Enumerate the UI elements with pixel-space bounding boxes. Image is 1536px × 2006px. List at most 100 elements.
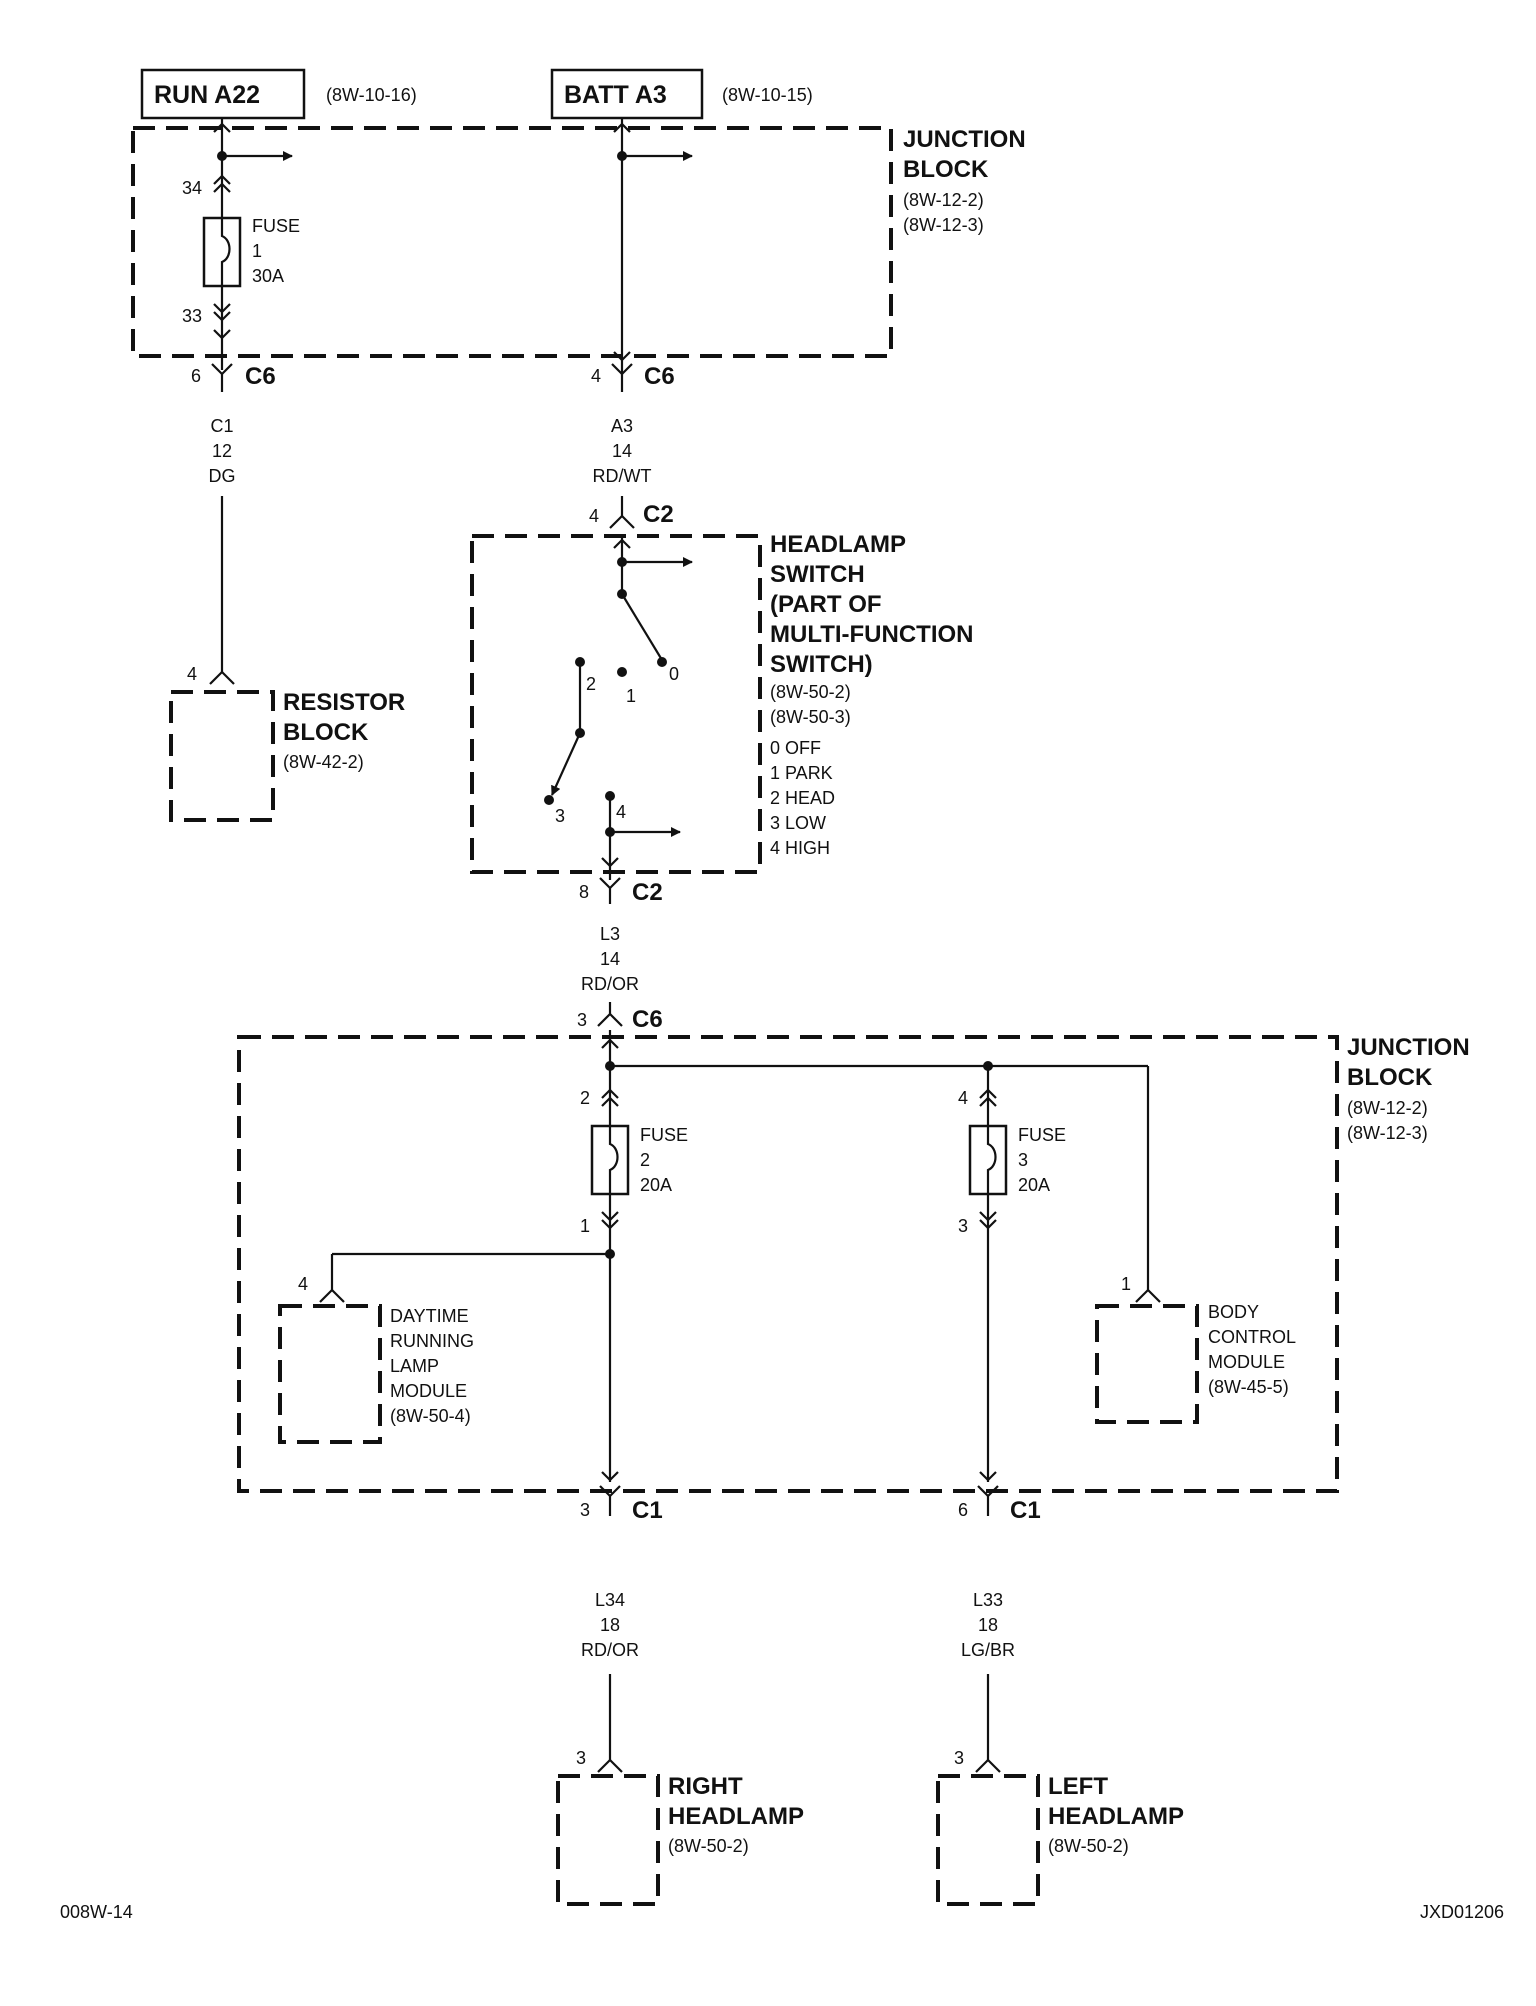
bcm-line-4: (8W-45-5) xyxy=(1208,1377,1289,1397)
wire-l33-gauge: 18 xyxy=(978,1615,998,1635)
c6-batt-pin: 4 xyxy=(591,366,601,386)
drl-module-line-3: LAMP xyxy=(390,1356,439,1376)
headlamp-switch-pos-off: 0 OFF xyxy=(770,738,821,758)
bcm-line-3: MODULE xyxy=(1208,1352,1285,1372)
junction-block-top-ref1: (8W-12-2) xyxy=(903,190,984,210)
junction-block-bottom-ref2: (8W-12-3) xyxy=(1347,1123,1428,1143)
fuse2-pin-in: 2 xyxy=(580,1088,590,1108)
c6-l3-pin: 3 xyxy=(577,1010,587,1030)
wire-l34-gauge: 18 xyxy=(600,1615,620,1635)
fuse2-rating: 20A xyxy=(640,1175,672,1195)
batt-circuit: 4 C6 A3 14 RD/WT xyxy=(591,118,693,529)
wire-l3-gauge: 14 xyxy=(600,949,620,969)
switch-contact-1: 1 xyxy=(626,686,636,706)
fuse2-label: FUSE xyxy=(640,1125,688,1145)
headlamp-switch-ref-1: (8W-50-2) xyxy=(770,682,851,702)
drl-module: 4 DAYTIME RUNNING LAMP MODULE (8W-50-4) xyxy=(278,1274,474,1444)
source-run-a22-label: RUN A22 xyxy=(154,81,260,109)
fuse3-label: FUSE xyxy=(1018,1125,1066,1145)
resistor-block-ref: (8W-42-2) xyxy=(283,752,364,772)
c1-left-pin: 6 xyxy=(958,1500,968,1520)
resistor-block-title2: BLOCK xyxy=(283,719,369,746)
left-headlamp-pin: 3 xyxy=(954,1748,964,1768)
fuse2: FUSE 2 20A xyxy=(590,1124,688,1196)
fuse1-pin-out: 33 xyxy=(182,306,202,326)
c6-run-name: C6 xyxy=(245,363,276,390)
right-headlamp-title2: HEADLAMP xyxy=(668,1803,804,1830)
wire-l34-circuit: L34 xyxy=(595,1590,625,1610)
headlamp-switch: 4 C2 0 1 2 3 4 HEADLAMP SWITCH (PART OF … xyxy=(470,501,974,906)
c1-right-pin: 3 xyxy=(580,1500,590,1520)
headlamp-switch-ref-2: (8W-50-3) xyxy=(770,707,851,727)
bcm-pin: 1 xyxy=(1121,1274,1131,1294)
headlamp-switch-title-2: SWITCH xyxy=(770,561,865,588)
body-control-module: 1 BODY CONTROL MODULE (8W-45-5) xyxy=(1095,1274,1296,1424)
fuse1-rating: 30A xyxy=(252,266,284,286)
c1-right-name: C1 xyxy=(632,1497,663,1524)
drl-module-line-5: (8W-50-4) xyxy=(390,1406,471,1426)
fuse2-pin-out: 1 xyxy=(580,1216,590,1236)
drl-module-pin: 4 xyxy=(298,1274,308,1294)
bcm-line-1: BODY xyxy=(1208,1302,1259,1322)
fuse3-pin-out: 3 xyxy=(958,1216,968,1236)
c6-l3-name: C6 xyxy=(632,1006,663,1033)
fuse3: FUSE 3 20A xyxy=(968,1124,1066,1196)
bcm-line-2: CONTROL xyxy=(1208,1327,1296,1347)
fuse2-circuit: 2 FUSE 2 20A 1 xyxy=(330,1088,688,1482)
c6-batt-name: C6 xyxy=(644,363,675,390)
headlamp-switch-pos-park: 1 PARK xyxy=(770,763,833,783)
wire-l3: L3 14 RD/OR 3 C6 xyxy=(577,924,663,1033)
junction-block-top-title2: BLOCK xyxy=(903,156,989,183)
junction-block-top: JUNCTION BLOCK (8W-12-2) (8W-12-3) xyxy=(131,126,1026,358)
headlamp-switch-pos-high: 4 HIGH xyxy=(770,838,830,858)
headlamp-switch-title-1: HEADLAMP xyxy=(770,531,906,558)
headlamp-switch-title-4: MULTI-FUNCTION xyxy=(770,621,974,648)
left-headlamp-title2: HEADLAMP xyxy=(1048,1803,1184,1830)
headlamp-switch-pos-low: 3 LOW xyxy=(770,813,826,833)
junction-block-top-ref2: (8W-12-3) xyxy=(903,215,984,235)
right-headlamp-ref: (8W-50-2) xyxy=(668,1836,749,1856)
source-batt-a3: BATT A3 (8W-10-15) xyxy=(550,68,813,120)
fuse1: FUSE 1 30A xyxy=(202,216,300,288)
fuse3-pin-in: 4 xyxy=(958,1088,968,1108)
run-circuit: 34 FUSE 1 30A 33 6 C6 C1 12 DG xyxy=(182,118,300,685)
bus-l3 xyxy=(601,1030,1150,1290)
footer-figure-code: JXD01206 xyxy=(1420,1902,1504,1922)
junction-block-bottom-title1: JUNCTION xyxy=(1347,1034,1470,1061)
headlamp-switch-title-5: SWITCH) xyxy=(770,651,873,678)
headlamp-switch-top-pin: 4 xyxy=(589,506,599,526)
wire-l34-color: RD/OR xyxy=(581,1640,639,1660)
source-run-a22-ref: (8W-10-16) xyxy=(326,85,417,105)
fuse1-num: 1 xyxy=(252,241,262,261)
resistor-block-pin: 4 xyxy=(187,664,197,684)
switch-contact-2: 2 xyxy=(586,674,596,694)
source-batt-a3-ref: (8W-10-15) xyxy=(722,85,813,105)
drl-module-line-2: RUNNING xyxy=(390,1331,474,1351)
junction-block-bottom-title2: BLOCK xyxy=(1347,1064,1433,1091)
headlamp-switch-title-3: (PART OF xyxy=(770,591,882,618)
wire-l3-color: RD/OR xyxy=(581,974,639,994)
left-headlamp: 3 LEFT HEADLAMP (8W-50-2) xyxy=(936,1748,1184,1906)
left-headlamp-title1: LEFT xyxy=(1048,1773,1108,1800)
wire-l33: L33 18 LG/BR xyxy=(961,1590,1015,1773)
wire-l34: L34 18 RD/OR xyxy=(581,1590,639,1773)
fuse3-rating: 20A xyxy=(1018,1175,1050,1195)
c1-right-connector: 3 C1 xyxy=(580,1485,663,1524)
right-headlamp: 3 RIGHT HEADLAMP (8W-50-2) xyxy=(556,1748,804,1906)
headlamp-switch-top-conn: C2 xyxy=(643,501,674,528)
left-headlamp-ref: (8W-50-2) xyxy=(1048,1836,1129,1856)
junction-block-bottom-ref1: (8W-12-2) xyxy=(1347,1098,1428,1118)
resistor-block: 4 RESISTOR BLOCK (8W-42-2) xyxy=(169,664,405,822)
source-run-a22: RUN A22 (8W-10-16) xyxy=(140,68,417,120)
fuse2-num: 2 xyxy=(640,1150,650,1170)
headlamp-switch-bottom-conn: C2 xyxy=(632,879,663,906)
c1-left-connector: 6 C1 xyxy=(958,1485,1041,1524)
wire-l33-circuit: L33 xyxy=(973,1590,1003,1610)
right-headlamp-pin: 3 xyxy=(576,1748,586,1768)
fuse1-pin-in: 34 xyxy=(182,178,202,198)
resistor-block-title1: RESISTOR xyxy=(283,689,405,716)
c6-run-pin: 6 xyxy=(191,366,201,386)
wire-c1-gauge: 12 xyxy=(212,441,232,461)
junction-block-top-title1: JUNCTION xyxy=(903,126,1026,153)
